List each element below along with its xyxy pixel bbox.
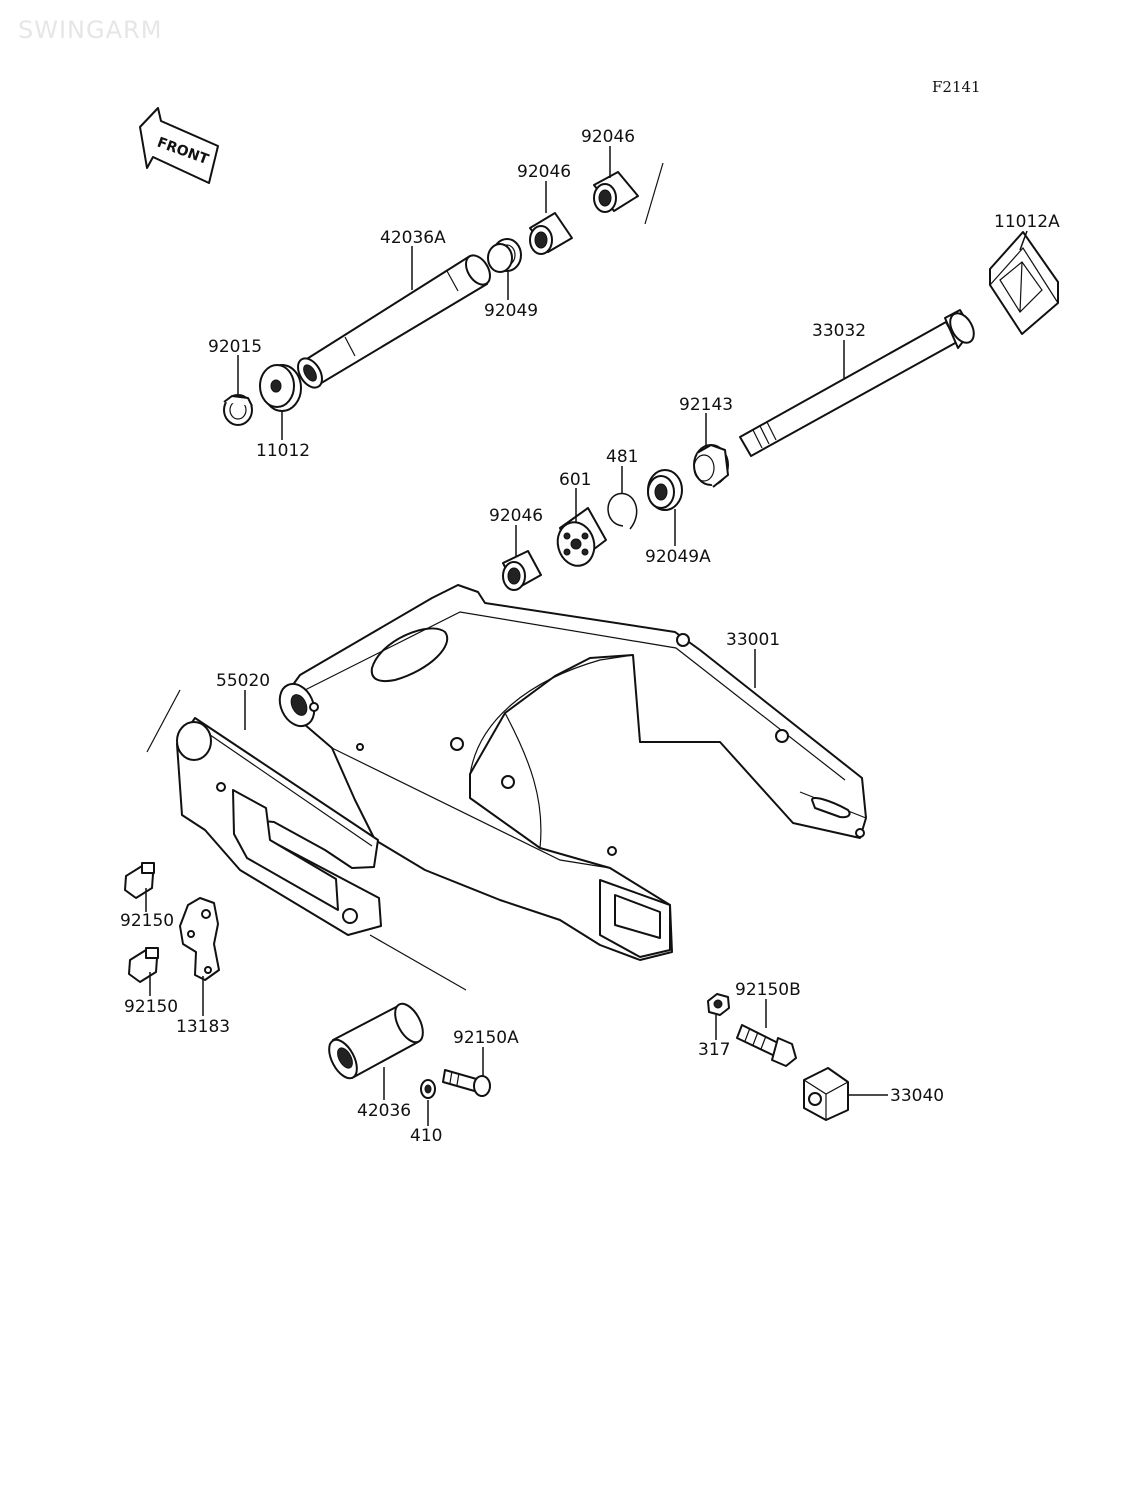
bearing-601 [556,507,607,567]
needle-bearing-92046-mid [529,212,573,255]
label-33001: 33001 [726,630,780,650]
label-481: 481 [606,447,638,467]
label-33032: 33032 [812,321,866,341]
label-92015: 92015 [208,337,262,357]
label-92150B: 92150B [735,980,801,1000]
chain-guard-55020 [176,717,382,936]
label-42036A: 42036A [380,228,446,248]
label-11012: 11012 [256,441,310,461]
label-55020: 55020 [216,671,270,691]
sleeve-42036A [297,254,491,389]
sleeve-42036 [328,1002,424,1080]
label-92150A: 92150A [453,1028,519,1048]
cap-11012A [989,231,1059,335]
bolt-92150-a [124,862,155,899]
label-92143: 92143 [679,395,733,415]
oil-seal-92049A [647,469,683,511]
label-92046-low: 92046 [489,506,543,526]
bolt-92150A [442,1069,491,1097]
label-317: 317 [698,1040,730,1060]
label-92049A: 92049A [645,547,711,567]
label-92046-top: 92046 [581,127,635,147]
swingarm-33001 [278,584,867,961]
adjuster-block-33040 [803,1067,849,1121]
front-arrow-icon: FRONT [139,107,219,184]
needle-bearing-92046-top [593,171,639,213]
label-33040: 33040 [890,1086,944,1106]
label-42036: 42036 [357,1101,411,1121]
label-92049: 92049 [484,301,538,321]
bolt-92150B [736,1024,797,1067]
label-92150-a: 92150 [120,911,174,931]
label-92150-b: 92150 [124,997,178,1017]
label-13183: 13183 [176,1017,230,1037]
circlip-481 [607,492,638,530]
label-92046-mid: 92046 [517,162,571,182]
nut-317 [707,993,730,1016]
washer-410 [420,1079,436,1099]
diagram-code: F2141 [932,78,981,96]
needle-bearing-92046-low [502,550,542,591]
nut-92015 [223,394,253,426]
watermark-text: SWINGARM [18,16,162,44]
washer-11012 [259,364,302,412]
bolt-92150-b [128,947,159,983]
label-601: 601 [559,470,591,490]
oil-seal-92049 [487,238,522,273]
label-11012A: 11012A [994,212,1060,232]
label-410: 410 [410,1126,442,1146]
collar-92143 [693,444,729,488]
bracket-13183 [179,897,220,981]
pivot-shaft-33032 [739,309,975,457]
